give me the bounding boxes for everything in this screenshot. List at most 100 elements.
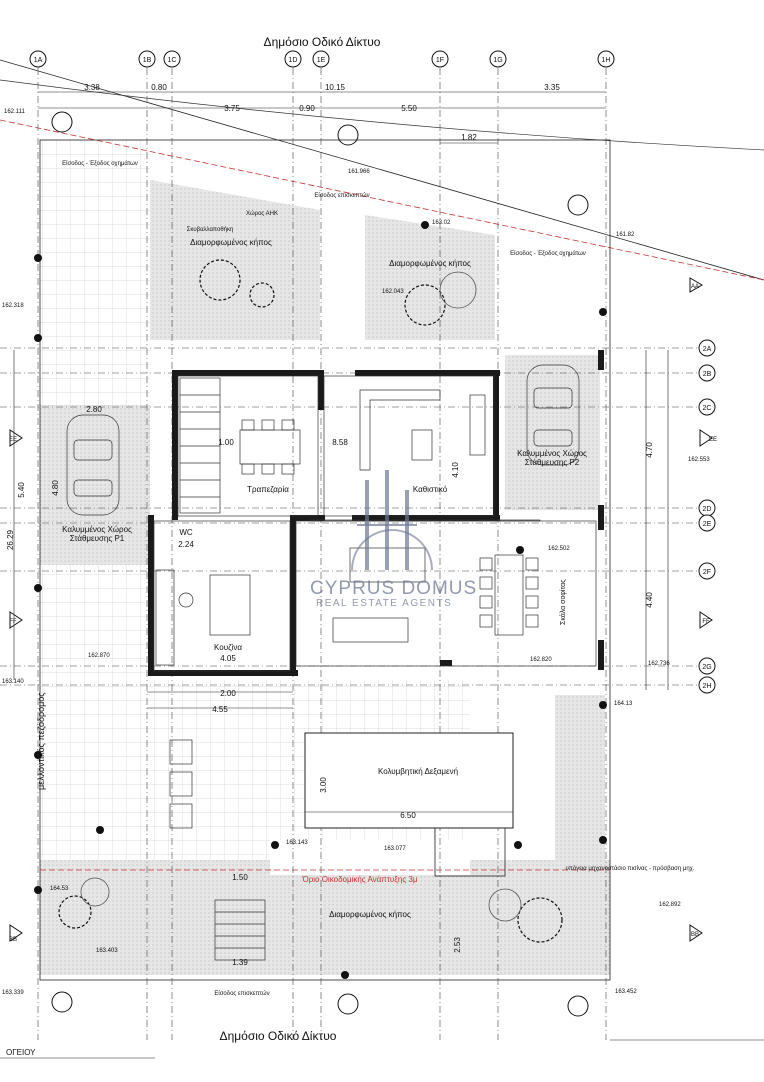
level-label: 162.820 bbox=[530, 657, 552, 663]
grid-row-label: 2E bbox=[703, 521, 712, 528]
dim-label: 1.50 bbox=[232, 873, 248, 882]
long-table bbox=[479, 554, 539, 636]
dim-label: 4.05 bbox=[220, 654, 236, 663]
boundary-line bbox=[0, 59, 764, 281]
car-p1-icon bbox=[66, 414, 120, 516]
building-walls bbox=[148, 350, 604, 676]
grid-col-label: 1D bbox=[289, 57, 298, 64]
level-label: 162.318 bbox=[2, 303, 24, 309]
dim-label: 2.53 bbox=[453, 937, 462, 953]
grid-row-label: 2B bbox=[703, 371, 712, 378]
parking-1-area bbox=[40, 405, 150, 565]
level-label: 162.502 bbox=[548, 546, 570, 552]
room-label-garden: Διαμορφωμένος κήπος bbox=[329, 910, 411, 919]
grid-row-bubbles bbox=[698, 339, 716, 694]
level-label: 163.339 bbox=[2, 990, 24, 996]
dim-label: 3.00 bbox=[319, 777, 328, 793]
grid-row-label: 2H bbox=[703, 683, 712, 690]
level-label: 164.53 bbox=[50, 886, 69, 892]
dim-label: 6.50 bbox=[400, 811, 416, 820]
section-label: EE bbox=[9, 437, 17, 443]
entrance-vehicles-label: Είσοδος - Έξοδος οχημάτων bbox=[62, 160, 138, 167]
grid-row-label: 2D bbox=[703, 506, 712, 513]
level-label: 163.452 bbox=[615, 989, 637, 995]
grid-row-label: 2A bbox=[703, 346, 712, 353]
dim-label: 2.00 bbox=[220, 689, 236, 698]
road-edge bbox=[0, 79, 764, 151]
building-limit-label: Όριο Οικοδομικής Ανάπτυξης 3μ bbox=[302, 875, 418, 884]
road-label-bottom: Δημόσιο Οδικό Δίκτυο bbox=[220, 1029, 337, 1043]
dim-label: 5.50 bbox=[401, 104, 417, 113]
level-label: 163.02 bbox=[432, 220, 451, 226]
grid-col-label: 1E bbox=[317, 57, 326, 64]
room-label-parking-1: Στάθμευσης P1 bbox=[70, 534, 125, 543]
garden-area-2 bbox=[365, 215, 495, 340]
kitchen-outline bbox=[153, 520, 291, 672]
sun-loungers bbox=[169, 739, 193, 829]
dining-room-outline bbox=[177, 375, 319, 517]
entrance-vehicles-label: Είσοδος - Έξοδος οχημάτων bbox=[510, 250, 586, 257]
room-label-dining: Τραπεζαρία bbox=[247, 485, 289, 494]
level-label: 162.043 bbox=[382, 289, 404, 295]
garden-area-4 bbox=[555, 695, 605, 860]
level-label: 164.13 bbox=[614, 701, 633, 707]
dim-label: 3.38 bbox=[84, 83, 100, 92]
room-label-parking-1: Καλυμμένος Χώρος bbox=[62, 525, 132, 534]
dim-label: 1.39 bbox=[232, 958, 248, 967]
car-p2-icon bbox=[526, 364, 580, 466]
dining-table bbox=[239, 419, 301, 475]
stairs-label: Σκάλα σοφίτας bbox=[559, 579, 567, 625]
room-label-storage: Σκυβαλλαποθήκη bbox=[187, 226, 234, 233]
section-label: AA bbox=[691, 284, 699, 290]
section-markers bbox=[9, 111, 713, 1017]
dim-label: 26.29 bbox=[6, 529, 15, 550]
entrance-visitors-label: Είσοδος επισκεπτών bbox=[314, 193, 369, 199]
section-label: FF bbox=[702, 619, 710, 625]
pool-machinery-label: υπόγεια μηχανοστάσιο πισίνας - πρόσβαση … bbox=[565, 865, 694, 872]
level-label: 162.736 bbox=[648, 661, 670, 667]
grid-row-label: 2F bbox=[703, 569, 711, 576]
staircase bbox=[179, 377, 266, 961]
room-label-garden: Διαμορφωμένος κήπος bbox=[389, 259, 471, 268]
section-label: FF bbox=[9, 619, 17, 625]
road-label-top: Δημόσιο Οδικό Δίκτυο bbox=[264, 35, 381, 49]
dim-label: 8.58 bbox=[332, 438, 348, 447]
grid-row-label: 2C bbox=[703, 405, 712, 412]
level-label: 162.111 bbox=[4, 109, 25, 115]
grid-column-bubbles bbox=[29, 50, 615, 68]
level-label: 162.870 bbox=[88, 653, 110, 659]
level-label: 163.403 bbox=[96, 948, 118, 954]
grid-col-label: 1C bbox=[168, 57, 177, 64]
grid-col-label: 1H bbox=[602, 57, 611, 64]
plot-boundary bbox=[39, 139, 611, 981]
room-label-kitchen: Κουζίνα bbox=[214, 643, 242, 652]
level-label: 162.892 bbox=[659, 902, 681, 908]
level-label: 161.82 bbox=[616, 232, 635, 238]
room-label-parking-2: Καλυμμένος Χώρος bbox=[517, 449, 587, 458]
dim-label: 2.24 bbox=[178, 540, 194, 549]
dimension-lines bbox=[0, 91, 764, 1059]
living-room-outline bbox=[323, 375, 495, 517]
room-label-wc: WC bbox=[179, 528, 193, 537]
watermark-sub: REAL ESTATE AGENTS bbox=[316, 598, 453, 609]
tree-icon bbox=[58, 259, 563, 943]
grid-col-label: 1B bbox=[143, 57, 152, 64]
section-label: BB bbox=[691, 932, 699, 938]
dim-label: 0.80 bbox=[151, 83, 167, 92]
garden-area-1 bbox=[150, 180, 320, 340]
grid-col-label: 1G bbox=[493, 57, 502, 64]
dim-label: 1.00 bbox=[218, 438, 234, 447]
dim-label: 3.75 bbox=[224, 104, 240, 113]
room-label-ahk: Χώρος ΑΗΚ bbox=[246, 211, 278, 217]
dim-label: 4.40 bbox=[645, 592, 654, 608]
dim-label: 2.80 bbox=[86, 405, 102, 414]
divider bbox=[309, 519, 541, 522]
level-label: 162.553 bbox=[688, 457, 710, 463]
corner-label: ΟΓΕΙΟΥ bbox=[6, 1048, 36, 1057]
building-limit-line bbox=[0, 119, 764, 281]
pool-machinery-outline bbox=[434, 827, 506, 877]
dim-label: 10.15 bbox=[325, 83, 346, 92]
entrance-visitors-label: Είσοδος επισκεπτών bbox=[214, 991, 269, 997]
room-label-garden: Διαμορφωμένος κήπος bbox=[190, 238, 272, 247]
